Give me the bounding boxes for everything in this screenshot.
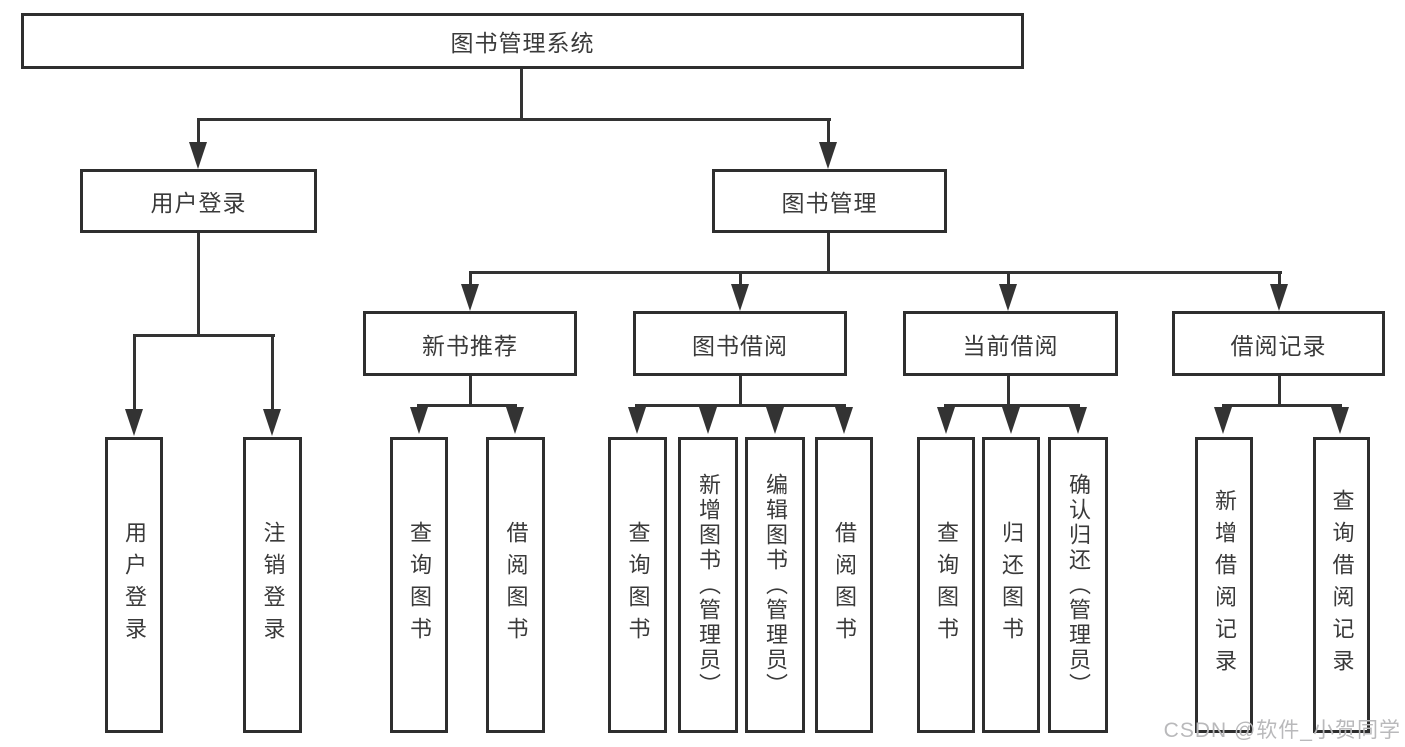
connector-hline xyxy=(1222,404,1342,407)
node-borrowing-records: 借阅记录 xyxy=(1172,311,1385,376)
connector-vline xyxy=(739,376,742,407)
connector-vline xyxy=(133,334,136,410)
node-borrowing-records-label: 借阅记录 xyxy=(1230,332,1327,359)
arrowhead-down-icon xyxy=(461,284,479,311)
arrowhead-down-icon xyxy=(263,409,281,436)
leaf-query-borrow-record: 查询借阅记录 xyxy=(1313,437,1370,733)
connector-vline xyxy=(197,233,200,337)
leaf-confirm-return-admin-label: 确认归还（管理员） xyxy=(1066,472,1091,698)
leaf-query-books-3-label: 查询图书 xyxy=(934,521,959,649)
node-book-borrowing-label: 图书借阅 xyxy=(692,332,788,359)
connector-hline xyxy=(133,334,275,337)
node-book-management: 图书管理 xyxy=(712,169,947,233)
connector-hline xyxy=(469,271,1282,274)
leaf-add-borrow-record: 新增借阅记录 xyxy=(1195,437,1253,733)
arrowhead-down-icon xyxy=(699,407,717,434)
node-new-book-recommend: 新书推荐 xyxy=(363,311,577,376)
node-user-login: 用户登录 xyxy=(80,169,317,233)
connector-hline xyxy=(197,118,831,121)
connector-vline xyxy=(739,271,742,286)
leaf-logout-label: 注销登录 xyxy=(260,521,286,649)
leaf-return-books-label: 归还图书 xyxy=(999,521,1024,649)
connector-vline xyxy=(827,233,830,274)
leaf-query-books-2: 查询图书 xyxy=(608,437,667,733)
connector-vline xyxy=(469,271,472,286)
connector-vline xyxy=(271,334,274,410)
node-book-borrowing: 图书借阅 xyxy=(633,311,847,376)
leaf-query-borrow-record-label: 查询借阅记录 xyxy=(1329,489,1355,681)
leaf-confirm-return-admin: 确认归还（管理员） xyxy=(1048,437,1108,733)
leaf-logout: 注销登录 xyxy=(243,437,302,733)
leaf-add-borrow-record-label: 新增借阅记录 xyxy=(1212,489,1237,681)
leaf-borrow-books-2-label: 借阅图书 xyxy=(832,521,857,649)
arrowhead-down-icon xyxy=(1002,407,1020,434)
arrowhead-down-icon xyxy=(999,284,1017,311)
leaf-query-books-3: 查询图书 xyxy=(917,437,975,733)
arrowhead-down-icon xyxy=(766,407,784,434)
node-current-borrowing-label: 当前借阅 xyxy=(962,332,1059,359)
connector-vline xyxy=(520,69,523,120)
leaf-edit-books-admin: 编辑图书（管理员） xyxy=(745,437,805,733)
connector-hline xyxy=(417,404,517,407)
leaf-user-login-label: 用户登录 xyxy=(122,521,147,649)
connector-hline xyxy=(635,404,846,407)
arrowhead-down-icon xyxy=(1270,284,1288,311)
connector-vline xyxy=(197,118,200,144)
arrowhead-down-icon xyxy=(125,409,143,436)
arrowhead-down-icon xyxy=(835,407,853,434)
connector-vline xyxy=(827,118,830,144)
leaf-query-books-2-label: 查询图书 xyxy=(625,521,651,649)
node-current-borrowing: 当前借阅 xyxy=(903,311,1118,376)
node-root: 图书管理系统 xyxy=(21,13,1024,69)
arrowhead-down-icon xyxy=(819,142,837,169)
leaf-add-books-admin: 新增图书（管理员） xyxy=(678,437,738,733)
leaf-borrow-books-1-label: 借阅图书 xyxy=(503,521,529,649)
leaf-query-books-1: 查询图书 xyxy=(390,437,448,733)
leaf-borrow-books-2: 借阅图书 xyxy=(815,437,873,733)
connector-hline xyxy=(944,404,1080,407)
leaf-add-books-admin-label: 新增图书（管理员） xyxy=(696,472,721,698)
node-new-book-recommend-label: 新书推荐 xyxy=(422,332,518,359)
connector-vline xyxy=(1007,271,1010,286)
leaf-edit-books-admin-label: 编辑图书（管理员） xyxy=(763,472,788,698)
node-book-management-label: 图书管理 xyxy=(781,190,878,216)
arrowhead-down-icon xyxy=(1214,407,1232,434)
connector-vline xyxy=(1278,376,1281,406)
connector-vline xyxy=(1007,376,1010,407)
node-user-login-label: 用户登录 xyxy=(150,190,247,216)
leaf-borrow-books-1: 借阅图书 xyxy=(486,437,545,733)
arrowhead-down-icon xyxy=(1331,407,1349,434)
leaf-user-login: 用户登录 xyxy=(105,437,163,733)
csdn-watermark: CSDN @软件_小贺同学 xyxy=(1163,719,1401,742)
node-root-label: 图书管理系统 xyxy=(450,30,595,56)
leaf-return-books: 归还图书 xyxy=(982,437,1040,733)
arrowhead-down-icon xyxy=(628,407,646,434)
arrowhead-down-icon xyxy=(1069,407,1087,434)
leaf-query-books-1-label: 查询图书 xyxy=(407,521,432,649)
arrowhead-down-icon xyxy=(937,407,955,434)
connector-vline xyxy=(469,376,472,407)
arrowhead-down-icon xyxy=(189,142,207,169)
arrowhead-down-icon xyxy=(506,407,524,434)
arrowhead-down-icon xyxy=(410,407,428,434)
arrowhead-down-icon xyxy=(731,284,749,311)
connector-vline xyxy=(1278,271,1281,286)
